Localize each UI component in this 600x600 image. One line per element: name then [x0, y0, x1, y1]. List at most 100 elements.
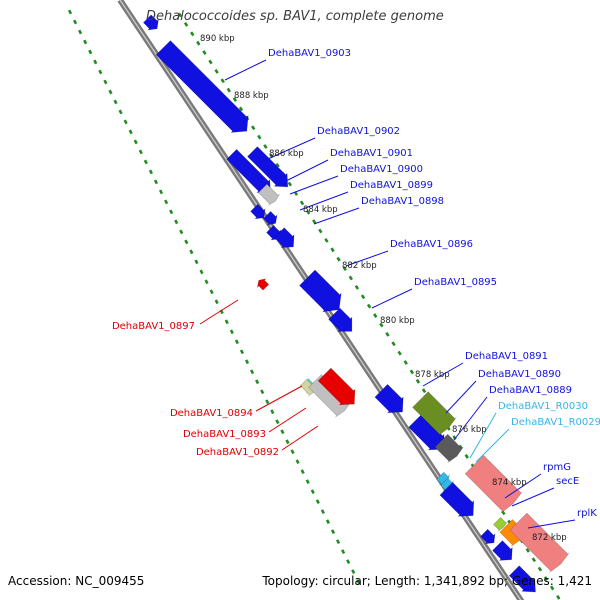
tick-mark	[257, 134, 262, 140]
gene-label: DehaBAV1_0902	[317, 126, 400, 137]
gene-arrow	[226, 148, 271, 194]
summary-text: Topology: circular; Length: 1,341,892 bp…	[262, 574, 592, 588]
tick-mark	[255, 379, 260, 385]
tick-mark	[330, 529, 336, 535]
rrna-arrow	[256, 278, 270, 291]
tick-mark	[270, 409, 275, 415]
tick-mark	[72, 19, 78, 25]
leader-line	[260, 137, 316, 163]
tick-mark	[260, 389, 265, 395]
tick-mark	[342, 266, 347, 271]
tick-mark	[397, 350, 402, 356]
leader-line	[224, 59, 267, 81]
tick-mark	[373, 313, 378, 318]
tick-mark	[153, 179, 159, 185]
tick-mark	[194, 259, 199, 265]
tick-mark	[209, 289, 214, 295]
tick-mark	[305, 209, 311, 215]
tick-mark	[330, 247, 335, 253]
gene-label: DehaBAV1_0900	[340, 164, 423, 175]
tick-mark	[148, 169, 153, 175]
gene-label: DehaBAV1_0895	[414, 277, 497, 288]
gene-arrow	[273, 227, 295, 248]
leader-line	[527, 519, 576, 529]
tick-mark	[164, 199, 169, 205]
tick-mark	[525, 547, 530, 553]
tick-mark	[98, 69, 103, 75]
tick-mark	[275, 162, 280, 168]
tick-mark	[310, 489, 315, 495]
tick-mark	[229, 329, 234, 335]
tick-mark	[379, 322, 384, 328]
tick-mark	[244, 359, 250, 365]
tick-mark	[318, 228, 323, 234]
gene-arrow	[263, 210, 278, 226]
gene-label: DehaBAV1_0897	[112, 321, 195, 332]
leader-line	[199, 299, 239, 325]
leader-line	[475, 428, 510, 463]
tick-mark	[251, 125, 256, 131]
tick-mark	[263, 144, 268, 149]
gene-label: DehaBAV1_R0029	[511, 417, 600, 428]
tick-mark	[118, 109, 123, 115]
tick-mark	[196, 40, 201, 46]
leader-line	[371, 288, 413, 309]
gene-arrow	[480, 528, 496, 545]
gene-arrow	[492, 540, 513, 561]
tick-mark	[67, 9, 73, 15]
tick-mark	[189, 249, 194, 255]
scale-label: 886 kbp	[269, 149, 304, 159]
tick-mark	[391, 341, 396, 347]
tick-track-right	[177, 12, 561, 600]
tick-mark	[320, 509, 325, 515]
gene-arrow	[412, 391, 457, 436]
gene-arrow	[493, 516, 508, 532]
tick-mark	[360, 294, 366, 300]
tick-mark	[143, 159, 148, 165]
tick-mark	[88, 49, 93, 55]
tick-mark	[177, 12, 183, 18]
gene-label: DehaBAV1_0889	[489, 385, 572, 396]
gene-label: rplK	[577, 508, 597, 519]
tick-mark	[305, 479, 310, 485]
gene-label: DehaBAV1_0901	[330, 148, 413, 159]
gene-arrow	[257, 183, 280, 206]
tick-mark	[108, 89, 113, 95]
gene-arrow	[374, 383, 404, 414]
tick-mark	[83, 39, 88, 45]
tick-mark	[202, 50, 207, 55]
gene-label: DehaBAV1_0892	[196, 447, 279, 458]
leader-line	[453, 396, 488, 441]
tick-mark	[158, 189, 164, 195]
tick-mark	[336, 256, 341, 262]
gene-arrow	[464, 454, 523, 513]
tick-mark	[366, 303, 372, 309]
tick-mark	[204, 279, 209, 285]
leader-line	[511, 487, 555, 507]
scale-label: 876 kbp	[452, 425, 487, 435]
tick-mark	[315, 499, 320, 505]
leader-line	[255, 385, 303, 412]
tick-mark	[220, 78, 225, 84]
tick-mark	[123, 119, 128, 125]
tick-mark	[275, 419, 280, 425]
gene-arrow	[508, 565, 536, 593]
tick-mark	[280, 429, 285, 435]
gene-label: DehaBAV1_0890	[478, 369, 561, 380]
tick-track-left	[67, 9, 361, 584]
tick-mark	[312, 219, 317, 225]
gene-labels: DehaBAV1_0903DehaBAV1_0902DehaBAV1_0901D…	[112, 48, 600, 519]
tick-mark	[351, 569, 356, 574]
tick-mark	[199, 269, 204, 275]
tick-mark	[78, 29, 83, 35]
tick-mark	[287, 181, 292, 187]
gene-label: rpmG	[543, 462, 571, 473]
scale-label: 890 kbp	[200, 34, 235, 44]
tick-mark	[464, 454, 469, 459]
scale-label: 874 kbp	[492, 478, 527, 488]
leader-line	[289, 175, 339, 195]
gene-label: DehaBAV1_0903	[268, 48, 351, 59]
tick-mark	[285, 439, 290, 445]
gene-label: secE	[556, 476, 579, 487]
